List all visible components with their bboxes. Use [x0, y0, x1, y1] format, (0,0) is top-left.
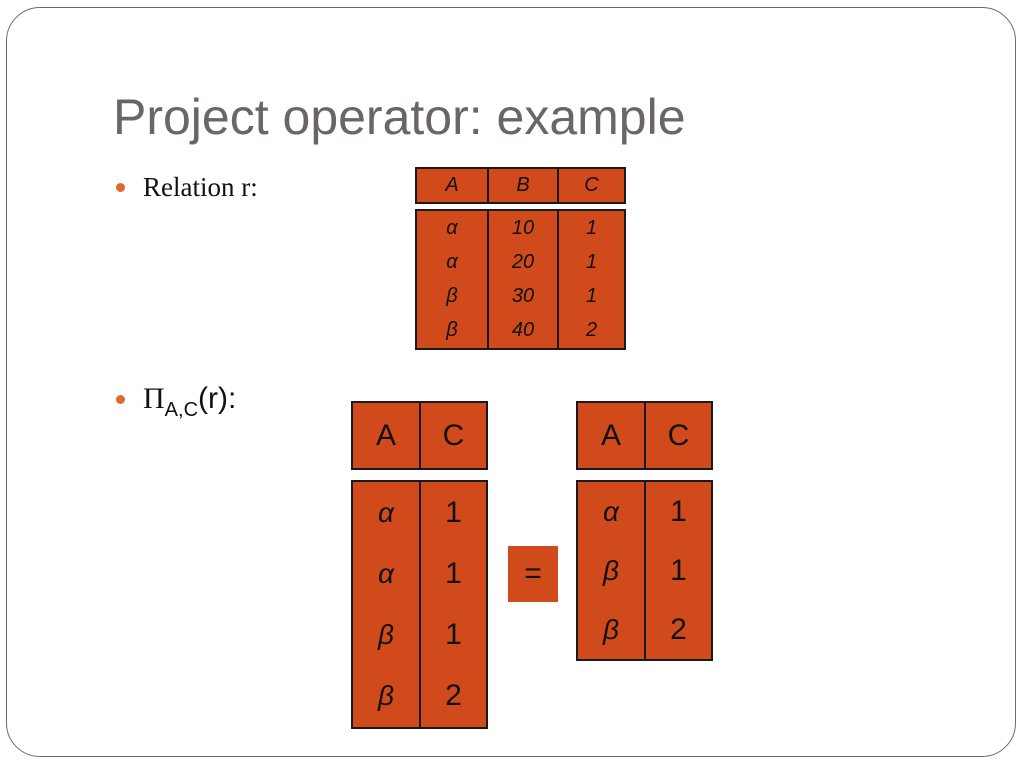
equals-sign: =	[508, 546, 558, 602]
table-header-cell: C	[667, 418, 690, 452]
table-cell: β	[378, 680, 394, 712]
table-cell: α	[446, 216, 458, 239]
table-cell: 1	[445, 618, 462, 652]
table-cell: 1	[445, 556, 462, 590]
table-cell: β	[446, 319, 458, 342]
bullet-dot	[116, 395, 125, 404]
table-cell: 2	[585, 319, 598, 342]
table-header-cell: B	[516, 174, 530, 196]
table-cell: 10	[511, 216, 535, 239]
projection-subscript: A,C	[164, 399, 199, 421]
relation-r-header: A B C	[415, 167, 626, 204]
table-cell: 1	[670, 494, 687, 528]
bullet-relation-r: Relation r:	[143, 172, 258, 202]
table-cell: 40	[511, 319, 535, 342]
result-body: α β β 1 1 2	[576, 480, 713, 661]
slide-frame	[6, 7, 1016, 757]
table-header-cell: A	[445, 174, 459, 196]
table-cell: 1	[585, 285, 598, 308]
table-cell: 1	[670, 553, 687, 587]
table-cell: 1	[585, 216, 598, 239]
table-header-cell: A	[600, 418, 621, 452]
projection-argument: (r):	[198, 382, 237, 415]
table-cell: 2	[670, 612, 687, 646]
relation-r-body: α α β β 10 20 30 40 1 1 1 2	[415, 209, 626, 350]
table-cell: α	[446, 250, 458, 273]
table-header-cell: C	[584, 174, 599, 196]
table-cell: α	[378, 557, 394, 589]
table-cell: 1	[585, 250, 598, 273]
table-cell: 1	[445, 495, 462, 529]
projection-body: α α β β 1 1 1 2	[351, 480, 488, 729]
bullet-projection: ΠA,C(r):	[143, 382, 237, 421]
table-cell: β	[446, 285, 458, 308]
table-cell: α	[603, 495, 619, 527]
table-cell: β	[603, 613, 619, 645]
table-cell: β	[378, 619, 394, 651]
table-cell: 2	[445, 679, 462, 713]
table-cell: α	[378, 496, 394, 528]
table-header-cell: C	[442, 418, 465, 452]
table-cell: 30	[511, 285, 535, 308]
slide-title: Project operator: example	[113, 89, 686, 145]
projection-header: A C	[351, 401, 488, 470]
table-header-cell: A	[375, 418, 396, 452]
result-header: A C	[576, 401, 713, 470]
bullet-dot	[116, 183, 125, 192]
table-cell: β	[603, 554, 619, 586]
pi-symbol: Π	[143, 382, 165, 415]
table-cell: 20	[511, 250, 535, 273]
